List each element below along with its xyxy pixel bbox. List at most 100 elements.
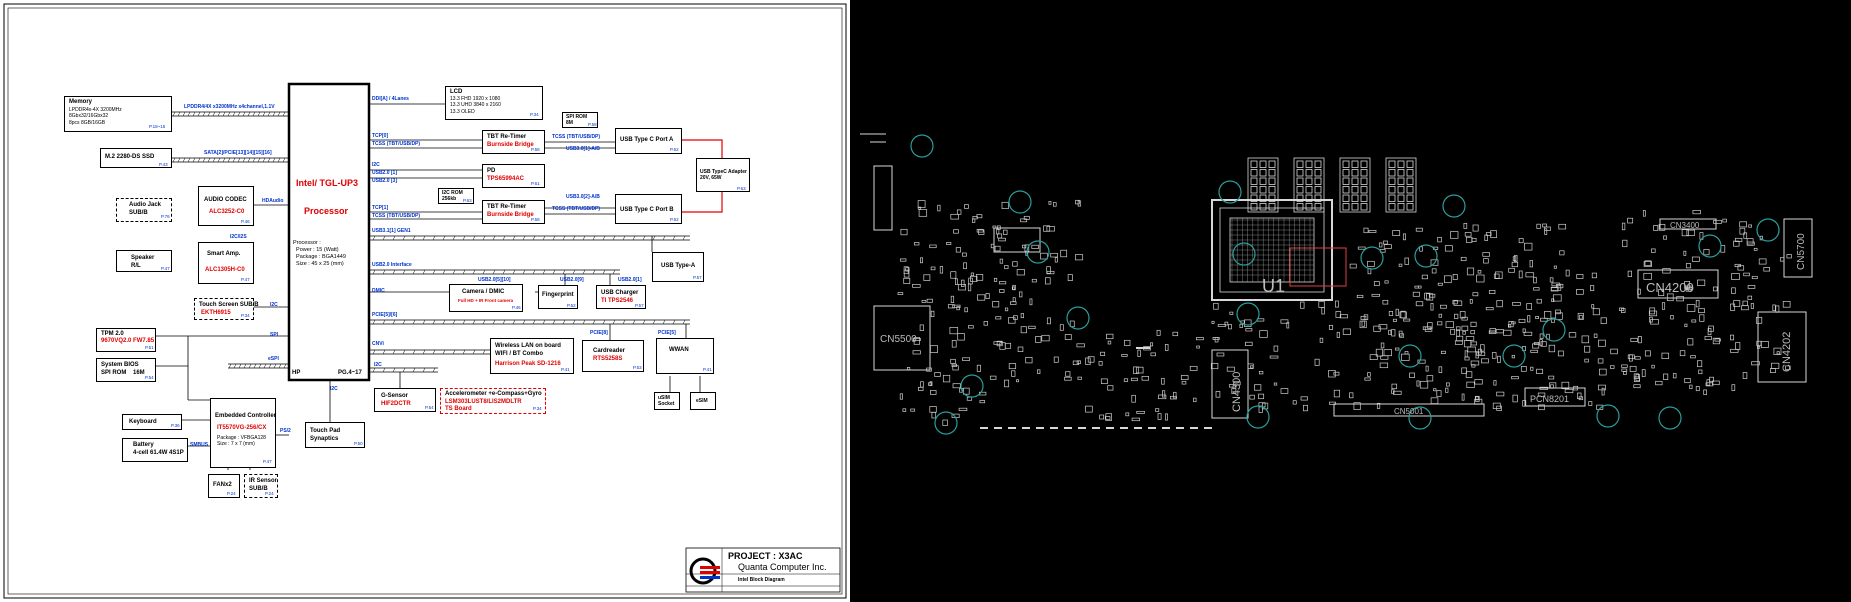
- keyboard-block: Keyboard P.36: [122, 414, 182, 430]
- touch-screen-bus: I2C: [270, 302, 278, 308]
- tpm-label: TPM 2.0: [101, 331, 124, 337]
- audio-codec-title: AUDIO CODEC: [204, 197, 247, 203]
- mounting-hole: [1218, 180, 1242, 204]
- touch-screen-part: EKTH6915: [201, 310, 231, 316]
- ec-page: P.47: [263, 459, 272, 464]
- cn5500-outline: [873, 305, 931, 371]
- cardreader-page: P.53: [633, 365, 642, 370]
- adapter-label: USB TypeC Adapter 20V, 65W: [700, 169, 747, 182]
- usim-block: uSIM Socket: [654, 392, 680, 410]
- label-cn4200: CN4200: [1646, 280, 1694, 295]
- battery-block: Battery 4-cell 61.4W 4S1P: [122, 438, 188, 462]
- mounting-hole: [960, 374, 984, 398]
- camera-block: Camera / DMIC Full HD + IR Front camera …: [449, 284, 523, 312]
- label-cn3400: CN3400: [1670, 221, 1700, 230]
- smart-amp-block: Smart Amp. ALC1305H-C0 P.47: [198, 242, 254, 284]
- i2c-rom-block: I2C ROM 256kb P.63: [438, 188, 474, 204]
- tpm-block: TPM 2.0 9670VQ2.0 FW7.85 P.51: [96, 328, 156, 352]
- retimer-0-part: Burnside Bridge: [487, 142, 534, 148]
- audio-jack-block: Audio Jack SUB/B P.76: [116, 198, 172, 222]
- cardreader-title: Cardreader: [593, 348, 626, 354]
- ssd-label: M.2 2280-DS SSD: [105, 154, 155, 160]
- usb-charger-block: USB Charger TI TPS2546 P.57: [596, 285, 646, 309]
- mounting-hole: [1408, 406, 1432, 430]
- lcd-title: LCD: [450, 89, 463, 95]
- ec-package: Package : VFBGA128 Size : 7 x 7 (mm): [217, 435, 266, 448]
- pd-page: P.61: [531, 181, 540, 186]
- usbc-b-usb3: USB3.0[2]-A/B: [566, 194, 600, 200]
- esim-label: eSIM: [696, 398, 708, 404]
- wlan-part: Harrison Peak SD-1216: [495, 361, 561, 367]
- usb-charger-title: USB Charger: [601, 290, 639, 296]
- audio-codec-page: P.46: [241, 219, 250, 224]
- usb-charger-usb: USB2.0[1]: [618, 277, 642, 283]
- lcd-page: P.34: [530, 112, 539, 117]
- touch-screen-label: Touch Screen SUB/B: [199, 302, 259, 308]
- memory-bus: LPDDR4/4X x3200MHz x4channel,1.1V: [184, 104, 275, 110]
- keyboard-label: Keyboard: [129, 419, 157, 425]
- pd-title: PD: [487, 168, 496, 174]
- accel-sub: TS Board: [445, 406, 472, 412]
- usbc-a-usb3: USB3.0[1]-A/B: [566, 146, 600, 152]
- usb20-interface-label: USB2.0 Interface: [372, 262, 412, 268]
- mounting-hole: [1596, 404, 1620, 428]
- mounting-hole: [1232, 242, 1256, 266]
- tcp1-label: TCP[1]: [372, 205, 389, 211]
- mounting-hole: [1756, 218, 1780, 242]
- fingerprint-page: P.52: [567, 303, 576, 308]
- lcd-details: 13.3 FHD 1920 x 1080 13.3 UHD 3840 x 216…: [450, 96, 501, 115]
- speaker-label: Speaker R/L: [131, 255, 155, 269]
- pcie-label: PCIE[5]/[6]: [372, 312, 398, 318]
- pd-i2c: I2C: [372, 162, 380, 168]
- usb31-label: USB3.1[1] GEN1: [372, 228, 411, 234]
- retimer-0-page: P.58: [531, 147, 540, 152]
- adapter-page: P.63: [737, 186, 746, 191]
- wlan-block: Wireless LAN on board WIFI / BT Combo Ha…: [490, 338, 574, 374]
- memory-block: Memory LPDDR4x-4X 3200MHz 8Gbx32/16Gbx32…: [64, 96, 172, 132]
- retimer-1-page: P.58: [531, 217, 540, 222]
- pcb-boardview[interactable]: CN5500 CN4300 CN5001 PCN8201 CN4200 CN42…: [850, 0, 1851, 602]
- wwan-title: WWAN: [669, 347, 689, 353]
- company-name: Quanta Computer Inc.: [738, 562, 827, 572]
- mounting-hole: [934, 411, 958, 435]
- fan-page: P.24: [227, 491, 236, 496]
- accel-part: LSM303LUST8/LIS2MDLTR: [445, 399, 522, 405]
- block-diagram-sheet: Intel/ TGL-UP3 Processor Processor : Pow…: [0, 0, 850, 602]
- memory-chip: [1247, 157, 1279, 213]
- cn5700-outline: [1783, 218, 1813, 278]
- ssd-block: M.2 2280-DS SSD P.43: [100, 148, 172, 168]
- keyboard-page: P.36: [171, 423, 180, 428]
- pd-usb-1: USB2.0 [1]: [372, 170, 398, 176]
- ssd-page: P.43: [159, 162, 168, 167]
- pd-usb-3: USB2.0 [3]: [372, 178, 398, 184]
- i2c-i2s-label: I2C/I2S: [230, 234, 247, 240]
- tpm-page: P.51: [145, 345, 154, 350]
- pcb-board-drawing: CN5500 CN4300 CN5001 PCN8201 CN4200 CN42…: [860, 133, 1813, 435]
- usbc-port-a-label: USB Type C Port A: [620, 137, 674, 143]
- cpu-title: Intel/ TGL-UP3: [296, 178, 359, 188]
- camera-title: Camera / DMIC: [462, 289, 505, 295]
- fingerprint-usb: USB2.0[9]: [560, 277, 584, 283]
- gsensor-title: G-Sensor: [381, 393, 409, 399]
- label-cn4300: CN4300: [1231, 372, 1243, 412]
- project-title: PROJECT : X3AC: [728, 551, 803, 561]
- retimer-1-block: TBT Re-Timer Burnside Bridge P.58: [482, 200, 545, 224]
- usbc-port-a-page: P.62: [670, 147, 679, 152]
- camera-part: Full HD + IR Front camera: [458, 298, 514, 303]
- bios-label: System BIOS SPI ROM 16M: [101, 362, 145, 376]
- wwan-bus: PCIE[5]: [658, 330, 676, 336]
- u1-outline: [1211, 199, 1333, 301]
- usbc-a-tcss: TCSS (TBT/USB/DP): [552, 134, 601, 140]
- usbc-port-a-block: USB Type C Port A P.62: [615, 128, 682, 154]
- tcp0-label: TCP[0]: [372, 133, 389, 139]
- audio-codec-part: ALC3252-C0: [209, 209, 245, 215]
- usbc-port-b-block: USB Type C Port B P.62: [615, 194, 682, 224]
- cpu-hp: HP: [292, 370, 301, 376]
- smbus-label: SMBUS: [190, 442, 209, 448]
- memory-chip: [1385, 157, 1417, 213]
- audio-jack-page: P.76: [161, 214, 170, 219]
- cpu-page: PG.4~17: [338, 370, 362, 376]
- label-pcn8201: PCN8201: [1530, 394, 1569, 404]
- ec-title: Embedded Controller: [215, 413, 277, 419]
